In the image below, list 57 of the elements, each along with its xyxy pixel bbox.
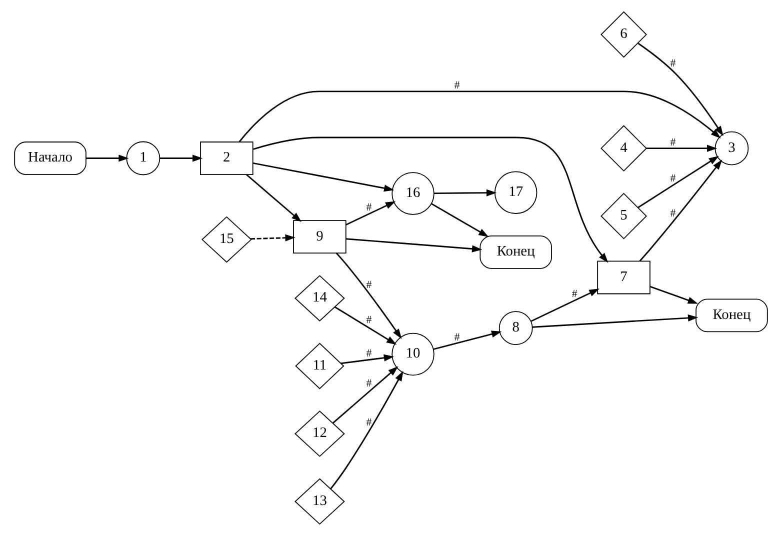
arrow: [345, 201, 396, 226]
node-diamond: 4: [600, 125, 646, 172]
arrow: [530, 288, 599, 322]
arrow: [649, 286, 698, 304]
arrow: [432, 330, 502, 350]
edge-label: #: [571, 288, 577, 300]
node-diamond: 15: [200, 216, 252, 263]
arrow: [332, 366, 398, 424]
node-diamond: 12: [294, 410, 344, 457]
arrow: [340, 354, 394, 364]
node-diamond: 6: [600, 11, 646, 58]
arrow: [250, 234, 295, 242]
arrow: [252, 162, 394, 192]
node-box: Конец: [479, 235, 552, 269]
arrow: [334, 306, 396, 345]
node-circle: 16: [391, 172, 434, 215]
edge-label: #: [366, 314, 372, 326]
arrow: [246, 174, 302, 222]
node-diamond: 5: [600, 192, 646, 240]
arrow: [638, 160, 722, 262]
node-diamond: 14: [294, 275, 344, 322]
edge-label: #: [670, 58, 676, 70]
arrow: [434, 189, 496, 196]
node-circle: 10: [391, 332, 434, 376]
node-box: Конец: [695, 298, 768, 332]
node-circle: 3: [714, 131, 748, 166]
node-box: Начало: [14, 142, 86, 175]
edge-label: #: [366, 348, 372, 360]
arrow: [345, 238, 482, 252]
node-diamond: 13: [294, 478, 344, 525]
node-circle: 8: [498, 311, 532, 346]
arrow: [330, 370, 403, 490]
node-diamond: 11: [294, 342, 344, 390]
edge-label: #: [670, 136, 676, 148]
edge-label: #: [366, 416, 372, 428]
edge-label: #: [366, 377, 372, 390]
edge-label: #: [366, 278, 372, 291]
arrow: [637, 42, 723, 136]
arrow: [252, 136, 608, 263]
edge-label: #: [454, 79, 460, 92]
edge-label: #: [670, 208, 676, 220]
arrow: [646, 144, 717, 152]
node-box: 7: [596, 260, 650, 294]
node-circle: 1: [126, 141, 160, 176]
arrow: [335, 252, 402, 339]
arrow: [637, 156, 718, 208]
arrow: [238, 90, 720, 142]
arrow: [86, 154, 128, 162]
arrow: [159, 154, 202, 162]
edge-label: #: [670, 172, 676, 184]
arrow: [430, 203, 488, 237]
arrow: [532, 314, 698, 328]
edge-label: #: [366, 201, 372, 214]
node-box: 2: [200, 142, 253, 175]
node-circle: 17: [494, 171, 537, 214]
node-box: 9: [292, 220, 346, 254]
edge-label: #: [454, 331, 460, 344]
